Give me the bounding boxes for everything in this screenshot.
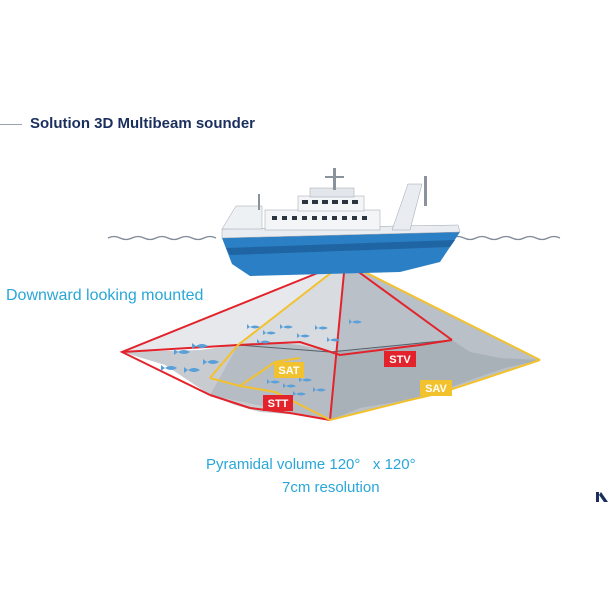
- ship-hull: [222, 232, 460, 276]
- mount-label: Downward looking mounted: [6, 287, 204, 304]
- ship-bow-mast: [258, 194, 260, 210]
- fish-icon: [192, 343, 208, 349]
- ship-bow: [221, 205, 263, 230]
- fish-icon: [203, 359, 219, 365]
- fish-icon: [283, 383, 296, 388]
- fish-icon: [293, 391, 306, 396]
- ship-icon: [221, 168, 461, 276]
- fish-school-left: [161, 343, 219, 373]
- tag-stt-label: STT: [268, 398, 289, 410]
- fish-icon: [299, 377, 312, 382]
- sea-surface-right: [451, 235, 561, 241]
- fish-icon: [184, 367, 200, 373]
- ship-windows: [272, 200, 367, 220]
- ship-stern-post: [424, 176, 427, 206]
- tag-sav: SAV: [420, 380, 452, 396]
- fish-icon: [161, 365, 177, 371]
- tag-sat: SAT: [274, 362, 304, 378]
- red-beam-outline-right: [344, 261, 453, 341]
- ship-mast: [333, 168, 336, 190]
- fish-icon: [349, 319, 362, 324]
- caption-resolution: 7cm resolution: [282, 479, 380, 496]
- logo-fragment-icon: [596, 492, 608, 502]
- fish-icon: [247, 324, 260, 329]
- fish-icon: [297, 333, 310, 338]
- yellow-beam-bottom-edge: [209, 359, 541, 422]
- ship-bridge: [309, 187, 355, 198]
- fish-icon: [263, 330, 276, 335]
- tag-sav-label: SAV: [425, 383, 447, 395]
- fish-icon: [315, 325, 328, 330]
- caption-volume: Pyramidal volume 120° x 120°: [206, 456, 416, 473]
- tag-sat-label: SAT: [278, 365, 299, 377]
- sea-surface-left: [107, 235, 217, 241]
- ship-hull-stripe: [226, 240, 455, 255]
- tag-stv: STV: [384, 351, 416, 367]
- fish-icon: [280, 324, 293, 329]
- fish-icon: [257, 339, 270, 344]
- fish-icon: [174, 349, 190, 355]
- fish-icon: [313, 387, 326, 392]
- fish-school-center: [247, 319, 362, 344]
- fish-icon: [267, 379, 280, 384]
- ship-mast-crossbar: [325, 176, 344, 178]
- ship-crane: [391, 183, 423, 231]
- fish-school-lower: [267, 377, 326, 396]
- title-rule: [0, 124, 22, 125]
- yellow-beam-outline-left: [209, 261, 346, 379]
- fish-icon: [327, 337, 340, 342]
- tag-stv-label: STV: [389, 354, 411, 366]
- slide-title: Solution 3D Multibeam sounder: [30, 115, 256, 132]
- yellow-beam-outline-right: [344, 261, 541, 361]
- tag-stt: STT: [263, 395, 293, 411]
